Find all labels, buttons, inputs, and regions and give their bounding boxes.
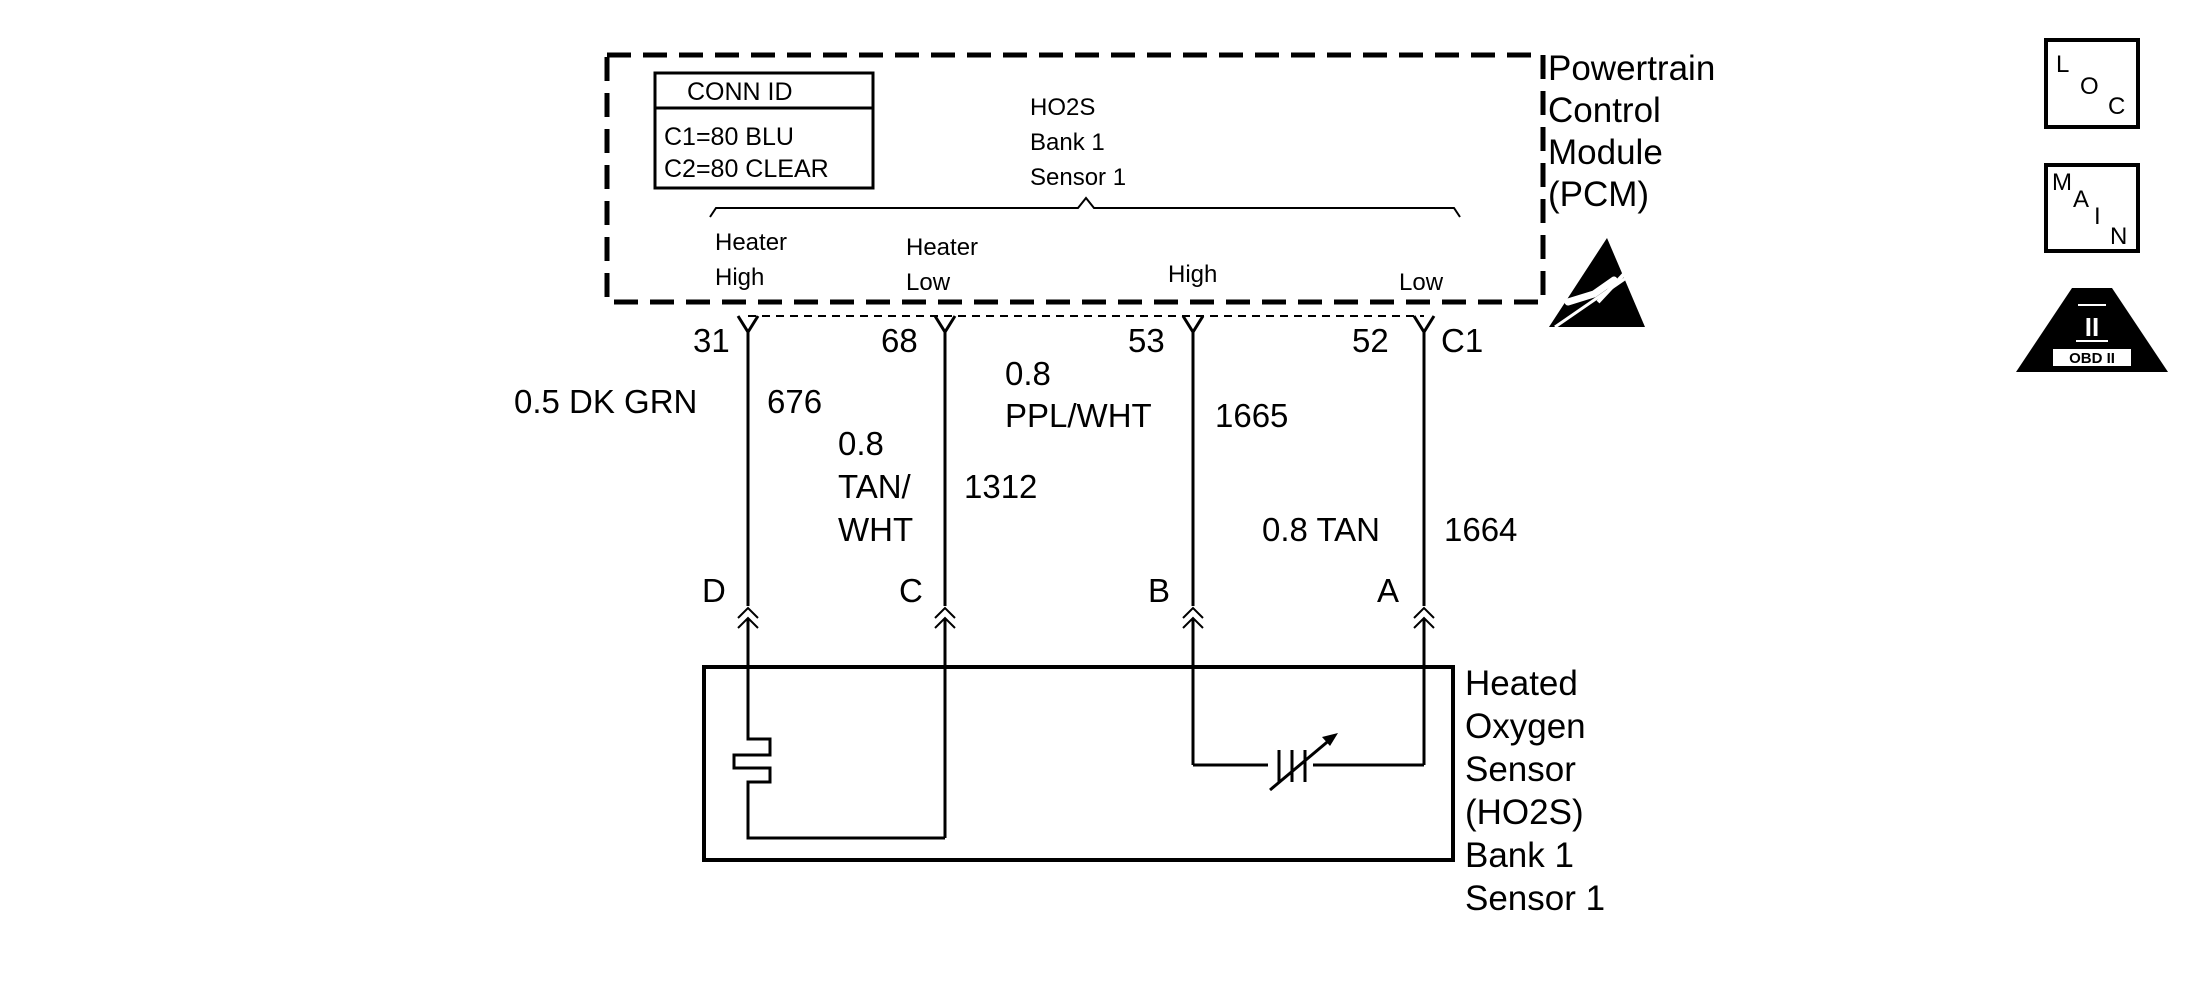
pin-31: 31 [693, 322, 730, 359]
connector-c1-label: C1 [1441, 322, 1483, 359]
conn-id-title: CONN ID [687, 78, 793, 106]
terminal-label-heater-low-2: Low [906, 269, 951, 296]
sensor-name-line-5: Bank 1 [1465, 836, 1574, 875]
sensor-name-line-6: Sensor 1 [1465, 879, 1605, 918]
location-icon-letter-2: O [2080, 73, 2099, 100]
obd-ii-roman: II [2085, 312, 2099, 342]
main-icon-letter-2: A [2073, 186, 2089, 213]
pin-53: 53 [1128, 322, 1165, 359]
terminal-symbol-52 [1412, 315, 1436, 335]
heater-element [732, 713, 945, 840]
sensor-pin-a: A [1377, 572, 1399, 609]
terminal-label-low: Low [1399, 269, 1444, 296]
terminal-label-heater-high-1: Heater [715, 229, 787, 256]
circuit-group-brace [709, 196, 1461, 218]
sensor-pin-d: D [702, 572, 726, 609]
terminal-symbol-31 [736, 315, 760, 335]
pcm-boundary [604, 52, 1546, 305]
main-icon-letter-1: M [2052, 169, 2072, 196]
circuit-group-label: HO2S Bank 1 Sensor 1 [1030, 94, 1126, 191]
conn-id-box: CONN ID C1=80 BLU C2=80 CLEAR [653, 71, 875, 190]
wire-676-circuit: 676 [767, 383, 822, 420]
sensor-box [702, 665, 1455, 862]
variable-arrow-line [1269, 736, 1333, 792]
obd-ii-text: OBD II [2069, 350, 2115, 367]
sensor-name: Heated Oxygen Sensor (HO2S) Bank 1 Senso… [1465, 664, 1605, 918]
pin-68: 68 [881, 322, 918, 359]
sensor-name-line-4: (HO2S) [1465, 793, 1584, 832]
terminal-label-high: High [1168, 261, 1217, 288]
sensor-name-line-3: Sensor [1465, 750, 1576, 789]
circuit-group-line-1: HO2S [1030, 94, 1095, 121]
terminal-label-heater-high-2: High [715, 264, 764, 291]
pcm-name-line-1: Powertrain [1548, 49, 1715, 88]
wire-1312-spec-1: 0.8 [838, 425, 884, 462]
wire-1665-circuit: 1665 [1215, 397, 1288, 434]
terminal-symbol-68 [933, 315, 957, 335]
main-icon[interactable]: M A I N [2044, 163, 2140, 253]
main-icon-letter-4: N [2110, 223, 2127, 250]
wire-1312-spec-2: TAN/ [838, 468, 912, 505]
main-icon-letter-3: I [2094, 203, 2101, 230]
esd-warning-icon [1549, 238, 1646, 329]
pcm-name: Powertrain Control Module (PCM) [1548, 49, 1715, 214]
wire-1312-circuit: 1312 [964, 468, 1037, 505]
wire-1312-spec-3: WHT [838, 511, 913, 548]
terminal-label-heater-low-1: Heater [906, 234, 978, 261]
circuit-group-line-3: Sensor 1 [1030, 164, 1126, 191]
wire-676-spec: 0.5 DK GRN [514, 383, 697, 420]
location-icon-letter-1: L [2056, 51, 2069, 78]
wire-1664-spec: 0.8 TAN [1262, 511, 1380, 548]
wire-1665-spec-2: PPL/WHT [1005, 397, 1152, 434]
sensor-pin-c: C [899, 572, 923, 609]
pin-52: 52 [1352, 322, 1389, 359]
circuit-group-line-2: Bank 1 [1030, 129, 1105, 156]
sensor-name-line-1: Heated [1465, 664, 1578, 703]
pcm-name-line-4: (PCM) [1548, 175, 1649, 214]
sensor-pin-b: B [1148, 572, 1170, 609]
pcm-name-line-3: Module [1548, 133, 1663, 172]
obd-ii-icon[interactable]: II OBD II [2016, 288, 2168, 372]
location-icon-letter-3: C [2108, 93, 2125, 120]
variable-arrow-head [1322, 733, 1338, 746]
location-icon[interactable]: L O C [2044, 38, 2140, 129]
conn-id-line-1: C1=80 BLU [664, 123, 794, 151]
conn-id-line-2: C2=80 CLEAR [664, 155, 829, 183]
wire-1664-circuit: 1664 [1444, 511, 1517, 548]
wire-1665-spec-1: 0.8 [1005, 355, 1051, 392]
sensor-name-line-2: Oxygen [1465, 707, 1586, 746]
terminal-symbol-53 [1181, 315, 1205, 335]
pcm-name-line-2: Control [1548, 91, 1661, 130]
